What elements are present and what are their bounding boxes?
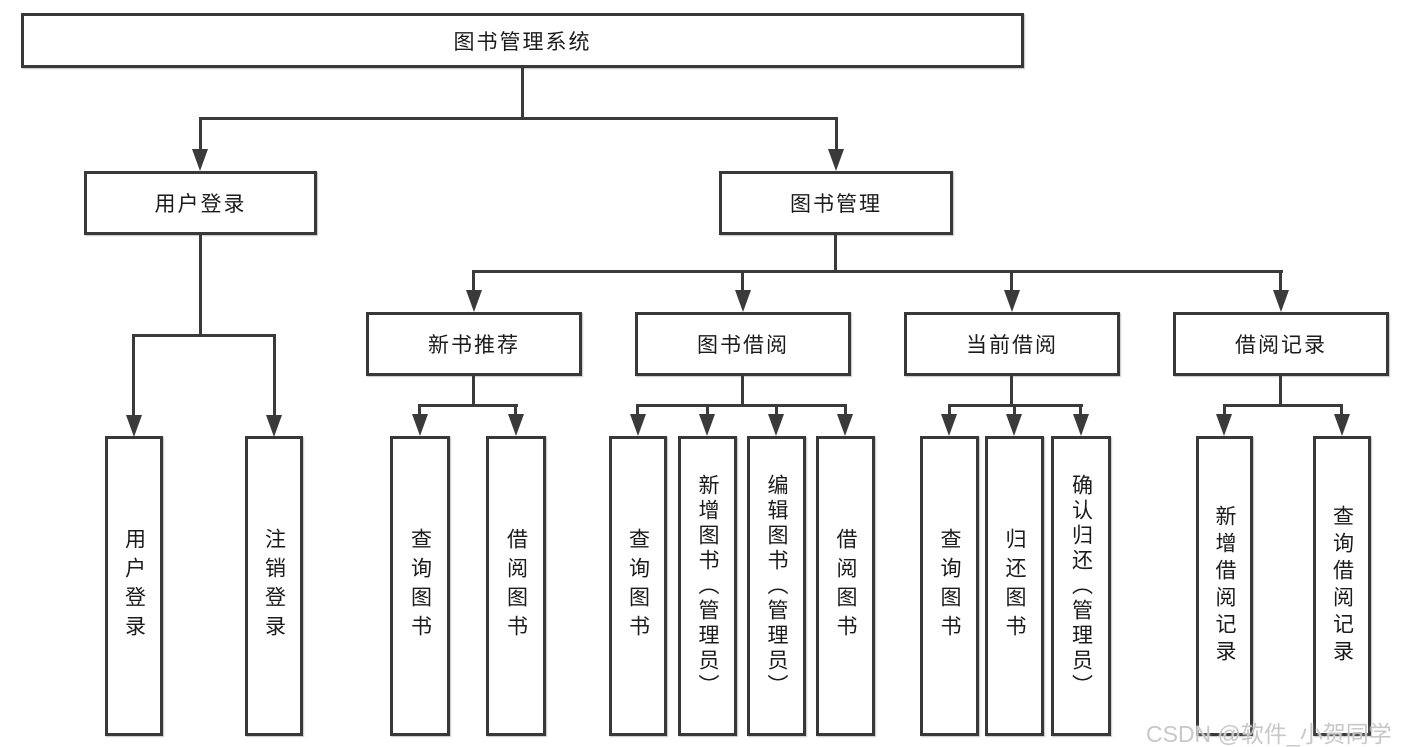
node-label: 查询图书	[626, 528, 650, 644]
leaf-borrow-books-recommend: 借阅图书	[486, 436, 546, 736]
connector-arrowhead	[699, 414, 715, 436]
leaf-query-books-current: 查询图书	[920, 436, 979, 736]
connector-line	[844, 404, 847, 418]
node-book-borrowing: 图书借阅	[635, 312, 851, 376]
connector-line	[741, 376, 744, 406]
node-label: 编辑图书（管理员）	[765, 473, 788, 699]
leaf-confirm-return-admin: 确认归还（管理员）	[1051, 436, 1111, 736]
connector-line	[1010, 270, 1013, 292]
node-label: 借阅图书	[504, 528, 528, 644]
connector-arrowhead	[466, 290, 482, 312]
connector-arrowhead	[941, 414, 957, 436]
node-book-management: 图书管理	[719, 171, 953, 235]
connector-line	[834, 235, 837, 273]
connector-arrowhead	[1334, 414, 1350, 436]
connector-line	[1279, 270, 1282, 292]
node-library-management-system: 图书管理系统	[21, 13, 1024, 68]
leaf-borrow-books-borrowing: 借阅图书	[816, 436, 875, 736]
connector-arrowhead	[126, 415, 142, 437]
connector-line	[636, 404, 639, 418]
node-label: 查询图书	[938, 528, 961, 644]
connector-line	[1079, 404, 1082, 418]
node-label: 用户登录	[122, 528, 146, 644]
leaf-user-login: 用户登录	[105, 436, 163, 736]
leaf-return-books: 归还图书	[985, 436, 1044, 736]
watermark-text: CSDN @软件_小贺同学	[1146, 721, 1392, 747]
connector-line	[1223, 404, 1226, 418]
connector-line	[472, 270, 475, 292]
node-label: 确认归还（管理员）	[1069, 473, 1093, 699]
leaf-query-books-borrowing: 查询图书	[609, 436, 667, 736]
node-label: 图书借阅	[697, 334, 789, 357]
node-label: 查询图书	[408, 528, 432, 644]
connector-line	[199, 235, 202, 336]
leaf-logout-login: 注销登录	[245, 436, 303, 736]
connector-line	[741, 270, 744, 292]
node-label: 新增图书（管理员）	[696, 473, 719, 699]
connector-arrowhead	[508, 414, 524, 436]
connector-line	[418, 404, 518, 407]
leaf-query-books-recommend: 查询图书	[390, 436, 450, 736]
node-label: 查询借阅记录	[1330, 505, 1354, 667]
connector-line	[835, 117, 838, 151]
connector-line	[948, 404, 951, 418]
connector-line	[706, 404, 709, 418]
connector-line	[514, 404, 517, 418]
node-label: 用户登录	[154, 193, 247, 216]
leaf-query-borrow-record: 查询借阅记录	[1313, 436, 1371, 736]
connector-line	[1223, 404, 1343, 407]
node-user-login: 用户登录	[84, 171, 317, 235]
leaf-add-books-admin: 新增图书（管理员）	[678, 436, 737, 736]
node-label: 借阅记录	[1235, 334, 1327, 357]
connector-arrowhead	[837, 414, 853, 436]
connector-arrowhead	[412, 414, 428, 436]
node-label: 归还图书	[1003, 528, 1026, 644]
connector-line	[472, 376, 475, 406]
connector-line	[1340, 404, 1343, 418]
node-new-book-recommendation: 新书推荐	[366, 312, 582, 376]
connector-arrowhead	[1273, 290, 1289, 312]
connector-arrowhead	[1073, 414, 1089, 436]
connector-line	[521, 68, 524, 119]
node-label: 借阅图书	[834, 528, 857, 644]
connector-line	[273, 334, 276, 416]
leaf-add-borrow-record: 新增借阅记录	[1196, 436, 1253, 736]
connector-line	[132, 334, 135, 416]
connector-arrowhead	[192, 149, 208, 171]
connector-arrowhead	[735, 290, 751, 312]
node-label: 注销登录	[262, 528, 286, 644]
node-current-borrowing: 当前借阅	[904, 312, 1120, 376]
connector-arrowhead	[828, 149, 844, 171]
node-borrowing-records: 借阅记录	[1173, 312, 1389, 376]
connector-arrowhead	[1004, 290, 1020, 312]
connector-line	[418, 404, 421, 418]
connector-line	[636, 404, 847, 407]
node-label: 新书推荐	[428, 334, 520, 357]
connector-line	[1279, 376, 1282, 406]
connector-arrowhead	[630, 414, 646, 436]
leaf-edit-books-admin: 编辑图书（管理员）	[747, 436, 806, 736]
connector-line	[199, 117, 837, 120]
node-label: 当前借阅	[966, 334, 1058, 357]
node-label: 新增借阅记录	[1213, 505, 1236, 667]
connector-line	[472, 270, 1283, 273]
connector-line	[1013, 404, 1016, 418]
connector-line	[132, 334, 276, 337]
connector-line	[775, 404, 778, 418]
connector-arrowhead	[1006, 414, 1022, 436]
connector-arrowhead	[266, 415, 282, 437]
connector-arrowhead	[768, 414, 784, 436]
connector-line	[1010, 376, 1013, 406]
node-label: 图书管理系统	[453, 30, 592, 54]
connector-line	[199, 117, 202, 151]
node-label: 图书管理	[790, 193, 882, 216]
connector-arrowhead	[1216, 414, 1232, 436]
